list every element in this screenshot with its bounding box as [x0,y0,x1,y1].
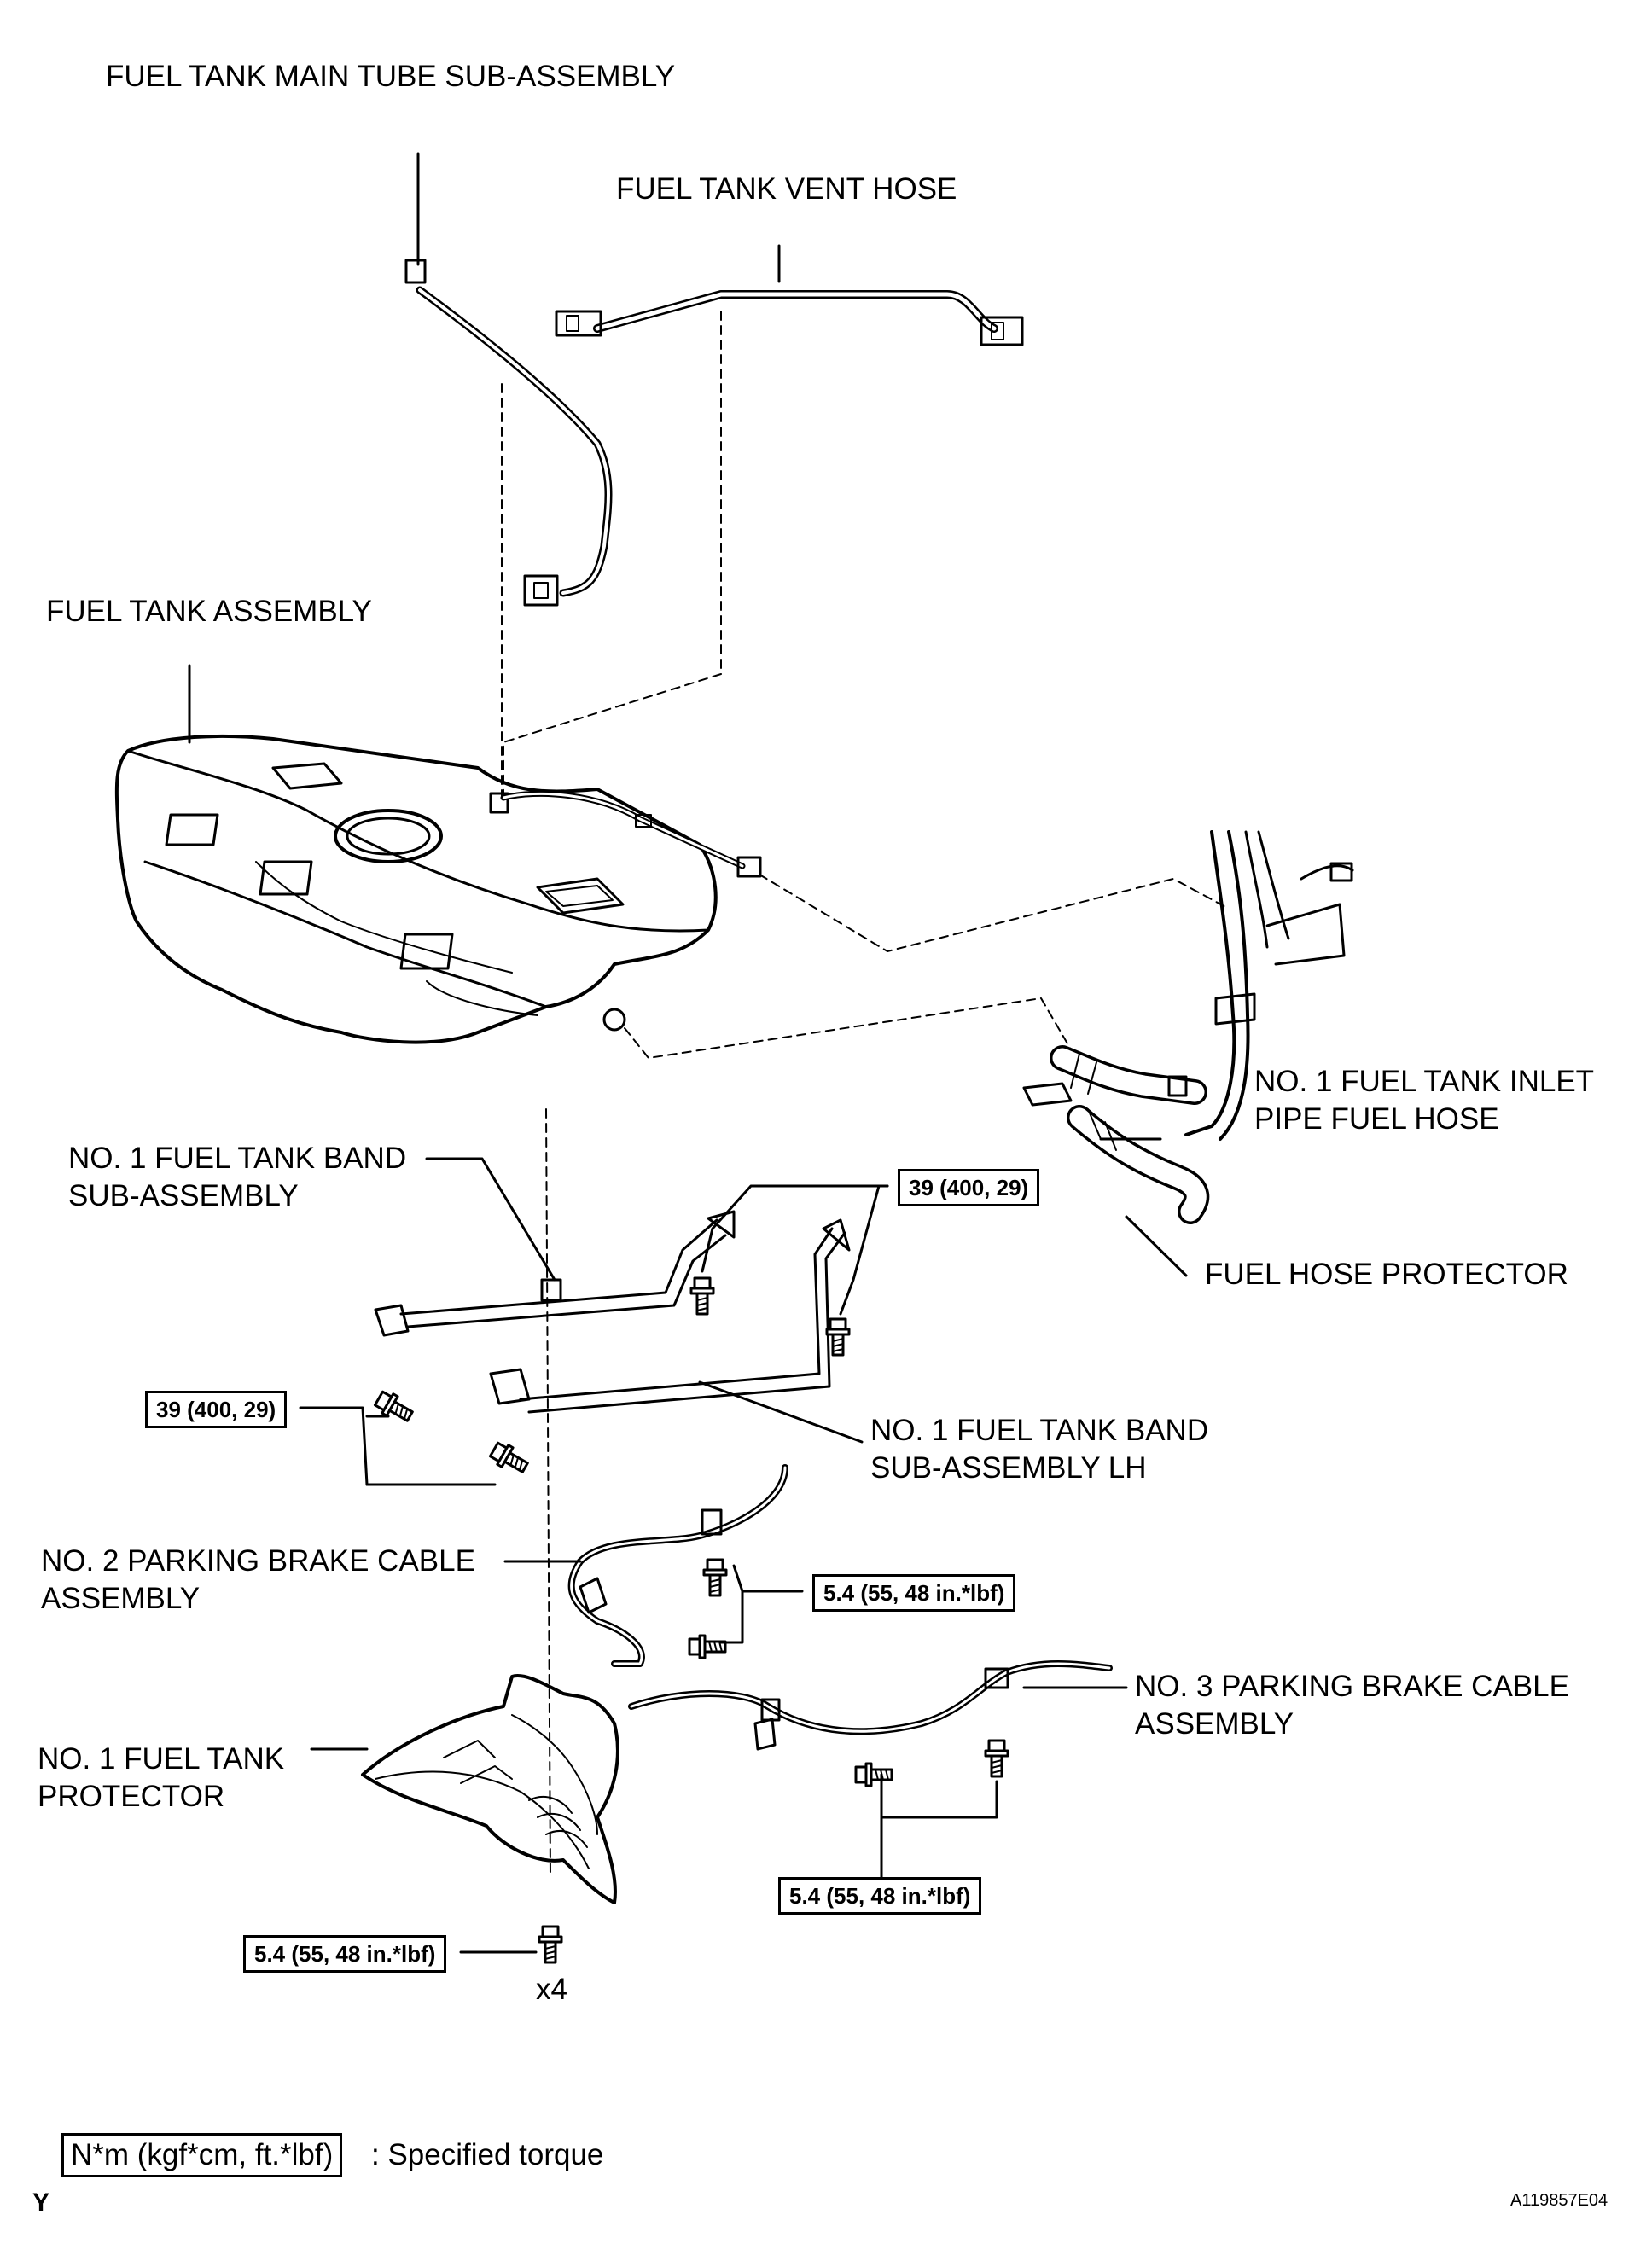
fuel-tank-body [114,664,762,1044]
parking-brake-cable-no2 [567,1464,788,1667]
tank-assembly-label: FUEL TANK ASSEMBLY [46,595,372,628]
vent-hose-label: FUEL TANK VENT HOSE [616,172,957,206]
fuel-tank-inlet-pipe [1050,830,1354,1141]
torque-band-upper: 39 (400, 29) [898,1169,1040,1206]
fuel-tank-main-tube [404,152,613,607]
fuel-tank-band-upper [374,1210,736,1337]
parking-brake-cable-no3 [628,1660,1113,1751]
fuel-tank-vent-hose [555,244,1024,346]
pb2-label-line1: NO. 2 PARKING BRAKE CABLE [41,1544,475,1578]
figure-id: A119857E04 [1510,2191,1608,2210]
legend-description: : Specified torque [371,2138,604,2171]
band-lh-label-line1: NO. 1 FUEL TANK BAND [870,1414,1209,1447]
pb2-label-line2: ASSEMBLY [41,1582,201,1615]
hose-protector-label: FUEL HOSE PROTECTOR [1205,1258,1568,1291]
fuel-hose-protector [1022,1082,1210,1224]
assembly-guide-lines [501,311,1230,1878]
torque-band-left: 39 (400, 29) [145,1391,288,1428]
protector-label-line1: NO. 1 FUEL TANK [38,1742,285,1776]
bolt-quantity-label: x4 [536,1973,567,2006]
fuel-tank-protector [361,1674,620,1904]
inlet-hose-label-line2: PIPE FUEL HOSE [1254,1102,1499,1136]
band-lh-label-line2: SUB-ASSEMBLY LH [870,1451,1147,1485]
protector-label-line2: PROTECTOR [38,1780,225,1813]
bolts [371,1276,1009,1964]
inlet-hose-label-line1: NO. 1 FUEL TANK INLET [1254,1065,1595,1098]
pb3-label-line1: NO. 3 PARKING BRAKE CABLE [1135,1670,1569,1703]
legend-unit-box: N*m (kgf*cm, ft.*lbf) [61,2133,343,2177]
torque-pb2: 5.4 (55, 48 in.*lbf) [812,1574,1016,1612]
band-label-line1: NO. 1 FUEL TANK BAND [68,1142,407,1175]
pb3-label-line2: ASSEMBLY [1135,1707,1294,1741]
main-tube-label: FUEL TANK MAIN TUBE SUB-ASSEMBLY [106,60,676,93]
corner-mark: Y [32,2188,50,2217]
torque-protector: 5.4 (55, 48 in.*lbf) [243,1935,447,1973]
torque-pb3: 5.4 (55, 48 in.*lbf) [778,1877,982,1915]
band-label-line2: SUB-ASSEMBLY [68,1179,299,1212]
fuel-tank-band-lh [489,1218,851,1414]
